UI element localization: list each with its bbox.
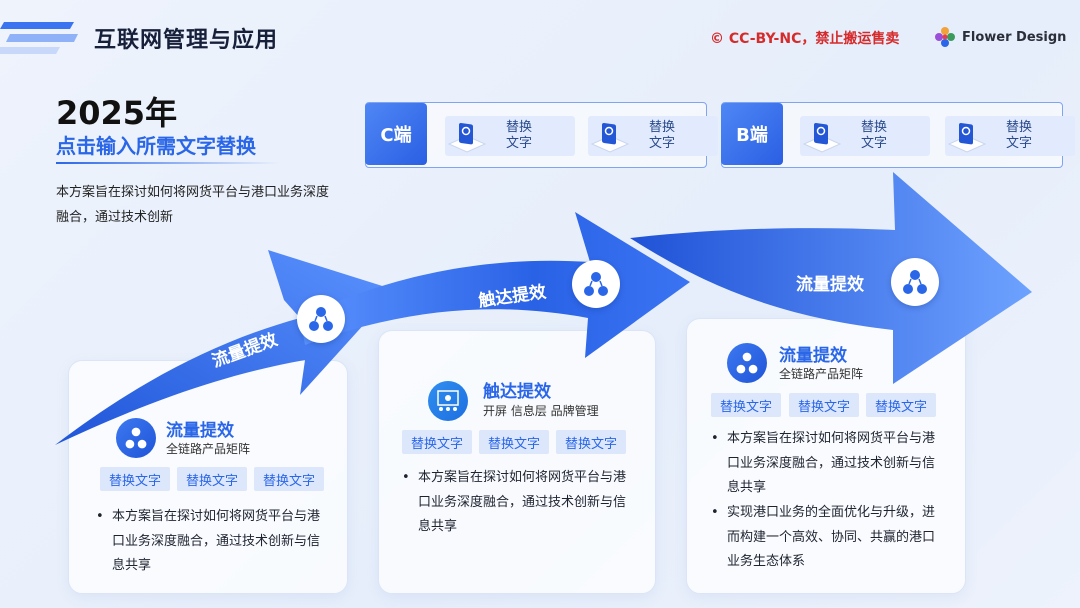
device-icon [590, 122, 630, 153]
money-flow-icon [572, 260, 620, 308]
hero-intro: 本方案旨在探讨如何将网货平台与港口业务深度融合，通过技术创新 [56, 185, 330, 225]
card-reach [378, 330, 656, 594]
card-title: 流量提效 [166, 421, 234, 441]
b-end-label: B端 [721, 103, 783, 165]
money-flow-icon [116, 418, 156, 458]
page-title: 互联网管理与应用 [94, 28, 279, 53]
arrow-3-label: 流量提效 [796, 275, 864, 295]
subtitle-underline [56, 162, 280, 164]
tag: 替换文字 [711, 393, 781, 417]
card-bullet: 实现港口业务的全面优化与升级，进而构建一个高效、协同、共赢的港口业务生态体系 [711, 501, 942, 575]
money-flow-icon [891, 258, 939, 306]
tag: 替换文字 [254, 467, 324, 491]
card-title: 触达提效 [483, 382, 551, 402]
card-subtitle: 全链路产品矩阵 [166, 442, 251, 456]
b-end-chip: 替换 文字 [945, 116, 1075, 156]
tag: 替换文字 [479, 430, 549, 454]
logo-stripes-icon [0, 22, 78, 54]
c-end-label: C端 [365, 103, 427, 165]
card-title: 流量提效 [779, 346, 847, 366]
tag: 替换文字 [402, 430, 472, 454]
c-end-chip: 替换 文字 [588, 116, 718, 156]
money-flow-icon [297, 295, 345, 343]
c-end-chip: 替换 文字 [445, 116, 575, 156]
tag: 替换文字 [866, 393, 936, 417]
flower-icon [935, 27, 955, 47]
tag: 替换文字 [789, 393, 859, 417]
device-icon [802, 122, 842, 153]
brand-name: Flower Design [962, 29, 1067, 45]
hero-subtitle: 点击输入所需文字替换 [56, 134, 256, 158]
brand-logo: Flower Design [934, 26, 1066, 48]
arrow-3 [630, 172, 1032, 384]
card-subtitle: 全链路产品矩阵 [779, 367, 864, 381]
year-heading: 2025年 [56, 94, 178, 132]
b-end-chip: 替换 文字 [800, 116, 930, 156]
device-icon [947, 122, 987, 153]
tag: 替换文字 [556, 430, 626, 454]
device-icon [447, 122, 487, 153]
tag: 替换文字 [100, 467, 170, 491]
card-subtitle: 开屏 信息层 品牌管理 [483, 404, 599, 418]
money-flow-icon [727, 343, 767, 383]
tag: 替换文字 [177, 467, 247, 491]
card-bullet: 本方案旨在探讨如何将网货平台与港口业务深度融合，通过技术创新与信息共享 [402, 466, 633, 540]
team-target-icon [428, 381, 468, 421]
arrow-2 [300, 212, 690, 358]
card-bullet: 本方案旨在探讨如何将网货平台与港口业务深度融合，通过技术创新与信息共享 [96, 505, 327, 579]
copyright-notice: © CC-BY-NC，禁止搬运售卖 [710, 31, 900, 47]
card-bullet: 本方案旨在探讨如何将网货平台与港口业务深度融合，通过技术创新与信息共享 [711, 427, 942, 501]
